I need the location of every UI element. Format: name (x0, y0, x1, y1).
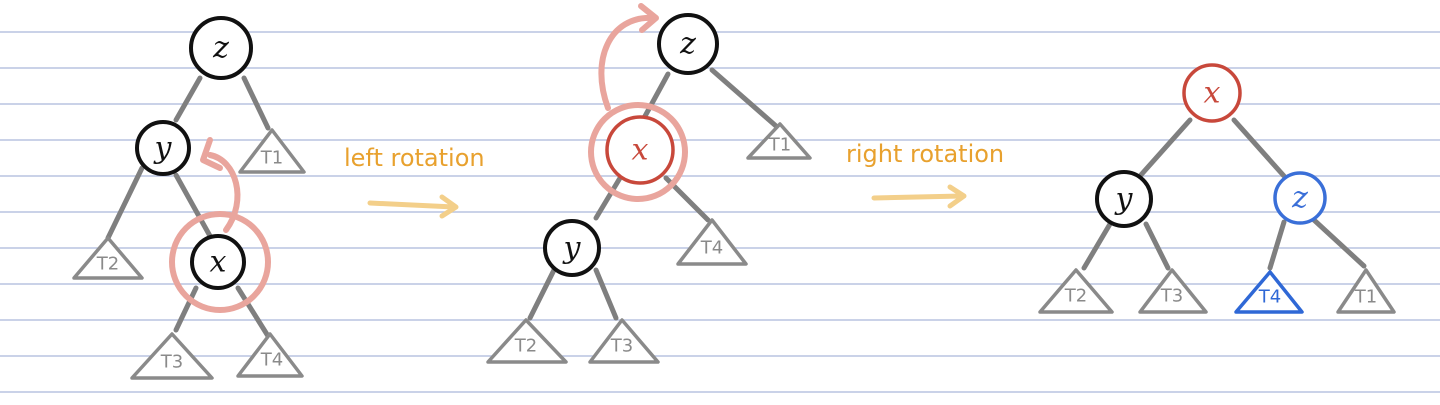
subtree-t3-label: T3 (610, 336, 633, 357)
node-y-label: y (1114, 182, 1134, 217)
rotation-arrow (598, 14, 655, 111)
subtree-t1-label: T1 (1354, 287, 1377, 308)
subtree-t2-label: T2 (1064, 286, 1087, 307)
node-x (605, 115, 675, 185)
node-x (1182, 63, 1242, 123)
right-rotation-arrow (871, 193, 965, 201)
tree-1: z y x T1 T2 T3 T4 (72, 16, 306, 380)
subtree-t3-label: T3 (160, 352, 183, 373)
node-y (543, 219, 601, 277)
subtree-t2-label: T2 (96, 254, 119, 275)
node-z (657, 13, 719, 75)
left-rotation-arrow (367, 200, 457, 210)
tree-2: z x y T1 T4 T2 T3 (486, 3, 812, 364)
node-x-label: x (632, 133, 649, 168)
subtree-t2 (486, 318, 568, 364)
subtree-t4 (676, 218, 748, 266)
subtree-t1-label: T1 (768, 135, 791, 156)
subtree-t4 (236, 332, 304, 378)
subtree-t2-label: T2 (514, 336, 537, 357)
subtree-t2 (1038, 268, 1114, 314)
subtree-t4-label: T4 (1258, 287, 1281, 308)
subtree-t3 (130, 332, 214, 380)
node-z-label: z (1291, 181, 1308, 216)
subtree-t2 (72, 236, 144, 280)
subtree-t3-label: T3 (1160, 286, 1183, 307)
node-z (189, 16, 253, 80)
subtree-t3 (1138, 268, 1208, 314)
rotation-arrow (207, 152, 241, 233)
subtree-t4-label: T4 (260, 350, 283, 371)
node-z-label: z (679, 27, 696, 62)
rotation-arrowhead (638, 3, 659, 33)
left-rotation-label: left rotation (344, 144, 485, 172)
subtree-t1 (746, 122, 812, 160)
subtree-t1 (238, 128, 306, 174)
tree-3: x y z T2 T3 T4 T1 (1038, 63, 1396, 314)
node-y (135, 120, 191, 176)
right-rotation-label: right rotation (846, 140, 1005, 168)
subtree-t1 (1336, 268, 1396, 314)
left-rotation-arrowhead (439, 194, 459, 219)
node-x-label: x (210, 245, 227, 280)
subtree-t1-label: T1 (260, 148, 283, 169)
subtree-t4 (1234, 270, 1304, 314)
node-y (1095, 170, 1153, 228)
node-x-label: x (1204, 76, 1221, 111)
subtree-t4-label: T4 (700, 238, 723, 259)
rotation-arrowhead (200, 137, 223, 171)
node-y-label: y (562, 231, 582, 266)
node-x (190, 234, 246, 290)
node-y-label: y (153, 131, 173, 166)
x-highlight-halo (169, 211, 271, 313)
x-highlight-halo (588, 102, 688, 202)
right-rotation-arrowhead (947, 184, 967, 209)
subtree-t3 (588, 318, 660, 364)
node-z (1273, 171, 1327, 225)
node-z-label: z (212, 31, 229, 66)
